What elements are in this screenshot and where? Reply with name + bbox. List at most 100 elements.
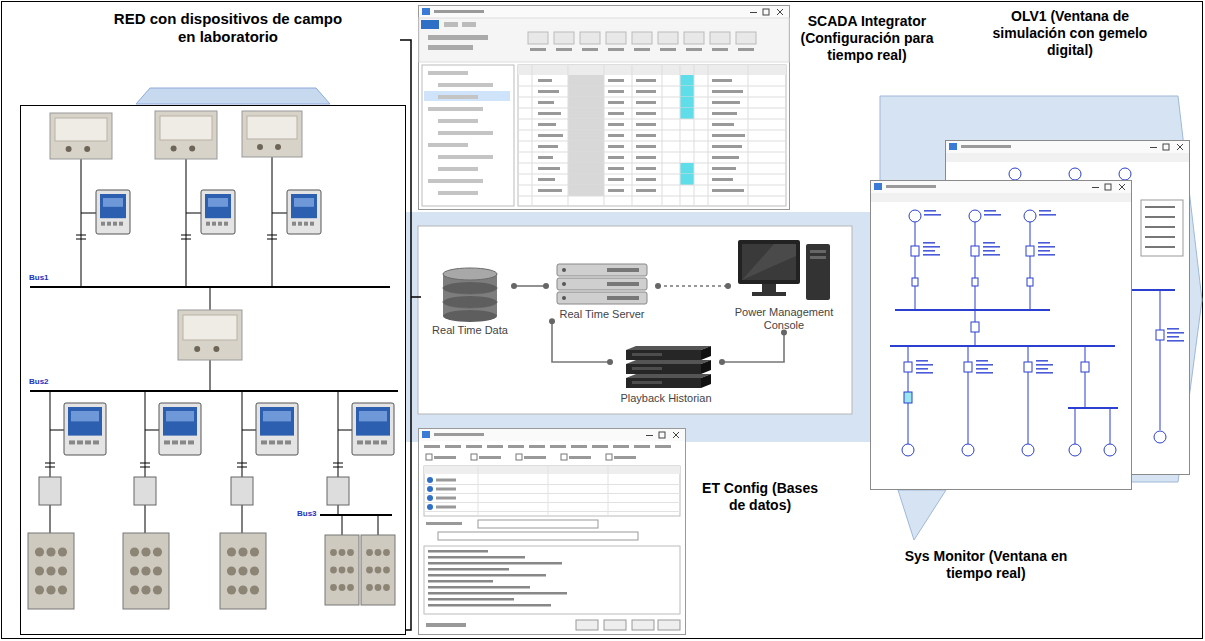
app-icon (949, 143, 957, 150)
tree-item (428, 143, 468, 147)
motor-detail (46, 585, 55, 594)
menu-item (571, 445, 587, 448)
field-mark (569, 456, 591, 459)
field-mark (436, 506, 456, 509)
motor-detail (46, 566, 55, 575)
breaker-symbol (911, 246, 919, 256)
field-network-panel: RED con dispositivos de campo en laborat… (20, 105, 406, 635)
field-mark (436, 479, 456, 482)
ribbon-caption (738, 48, 754, 51)
meter-button (69, 440, 75, 444)
motor-detail (366, 584, 373, 591)
status-mark (426, 623, 466, 627)
load-symbol (1104, 444, 1116, 456)
tag-marks (1036, 364, 1053, 366)
etconfig-drawing (418, 428, 686, 635)
wire (1085, 346, 1086, 408)
field-mark (614, 456, 636, 459)
meter-button (85, 440, 91, 444)
checkbox (516, 454, 522, 460)
tag-marks (976, 364, 993, 366)
photo-detail (55, 118, 107, 141)
ribbon-caption (530, 48, 546, 51)
checkbox (471, 454, 477, 460)
table-rule (632, 65, 633, 206)
software-window: SCADA Integrator (Configuración para tie… (418, 5, 790, 210)
grid-rule (608, 466, 609, 516)
table-rule (518, 97, 786, 98)
meter-wire (272, 213, 287, 214)
tree-item (438, 95, 478, 99)
server-icon (552, 262, 652, 308)
motor-panel (325, 535, 359, 605)
window-heading: RED con dispositivos de campo en laborat… (113, 10, 343, 46)
bus-label: Bus3 (296, 510, 318, 519)
server-slot (632, 353, 662, 356)
cell-mark (712, 134, 745, 137)
log-line (428, 550, 488, 553)
highlighted-element (904, 392, 912, 403)
server-unit (557, 278, 647, 290)
server-unit (557, 264, 647, 276)
meter-screen (166, 411, 194, 421)
minimize-glyph (1092, 187, 1099, 188)
table-cell (680, 86, 694, 97)
ct-symbol (181, 235, 191, 239)
log-line (428, 568, 509, 571)
title-tab (136, 88, 330, 104)
maximize-glyph (763, 9, 769, 15)
window-heading: SCADA Integrator (Configuración para tie… (792, 13, 942, 63)
connector-dot (725, 283, 731, 289)
connector-dot (511, 283, 517, 289)
cell-mark (712, 189, 744, 192)
ct-symbol (267, 235, 277, 239)
cell-mark (608, 79, 624, 82)
dropdown (478, 520, 598, 528)
motor-detail (153, 547, 162, 556)
field-mark (426, 522, 462, 525)
table-cell (568, 141, 604, 152)
server-led (562, 296, 566, 300)
screen-glare (742, 244, 796, 280)
historian-icon (616, 342, 716, 392)
tag-marks (1167, 332, 1184, 334)
ribbon-button (736, 32, 756, 44)
server-led (562, 268, 566, 272)
table-cell (568, 185, 604, 196)
grid-pane (424, 466, 680, 516)
meter-button (292, 222, 296, 226)
meter-screen (263, 411, 291, 421)
monitor-stand (762, 284, 776, 292)
cell-mark (608, 167, 624, 170)
relay-symbol (972, 278, 978, 286)
monitor-screen (742, 244, 796, 280)
motor-detail (330, 584, 337, 591)
architecture-panel (418, 226, 852, 414)
meter-button (180, 440, 186, 444)
meter-wire (186, 213, 201, 214)
icon-label: Power Management Console (728, 306, 840, 332)
load-symbol (902, 444, 914, 456)
grid-rule (424, 484, 680, 485)
motor-detail (130, 566, 139, 575)
motor-detail (238, 566, 247, 575)
close-glyph (1119, 184, 1125, 190)
menu-item (445, 445, 461, 448)
menu-item (424, 445, 440, 448)
table-cell (680, 163, 694, 174)
title-bar (946, 141, 1189, 153)
motor-detail (366, 549, 373, 556)
title-mark (961, 145, 1011, 148)
motor-detail (35, 585, 44, 594)
close-glyph (1177, 144, 1183, 150)
feeder-wire (81, 159, 82, 287)
app-icon (874, 183, 882, 190)
meter-button (188, 440, 194, 444)
server-slot (607, 296, 639, 300)
meter-button (304, 222, 308, 226)
table-rule (568, 65, 569, 206)
tag-marks (1039, 214, 1056, 216)
table-rule (662, 65, 663, 206)
cell-mark (712, 79, 732, 82)
cell-mark (608, 178, 624, 181)
